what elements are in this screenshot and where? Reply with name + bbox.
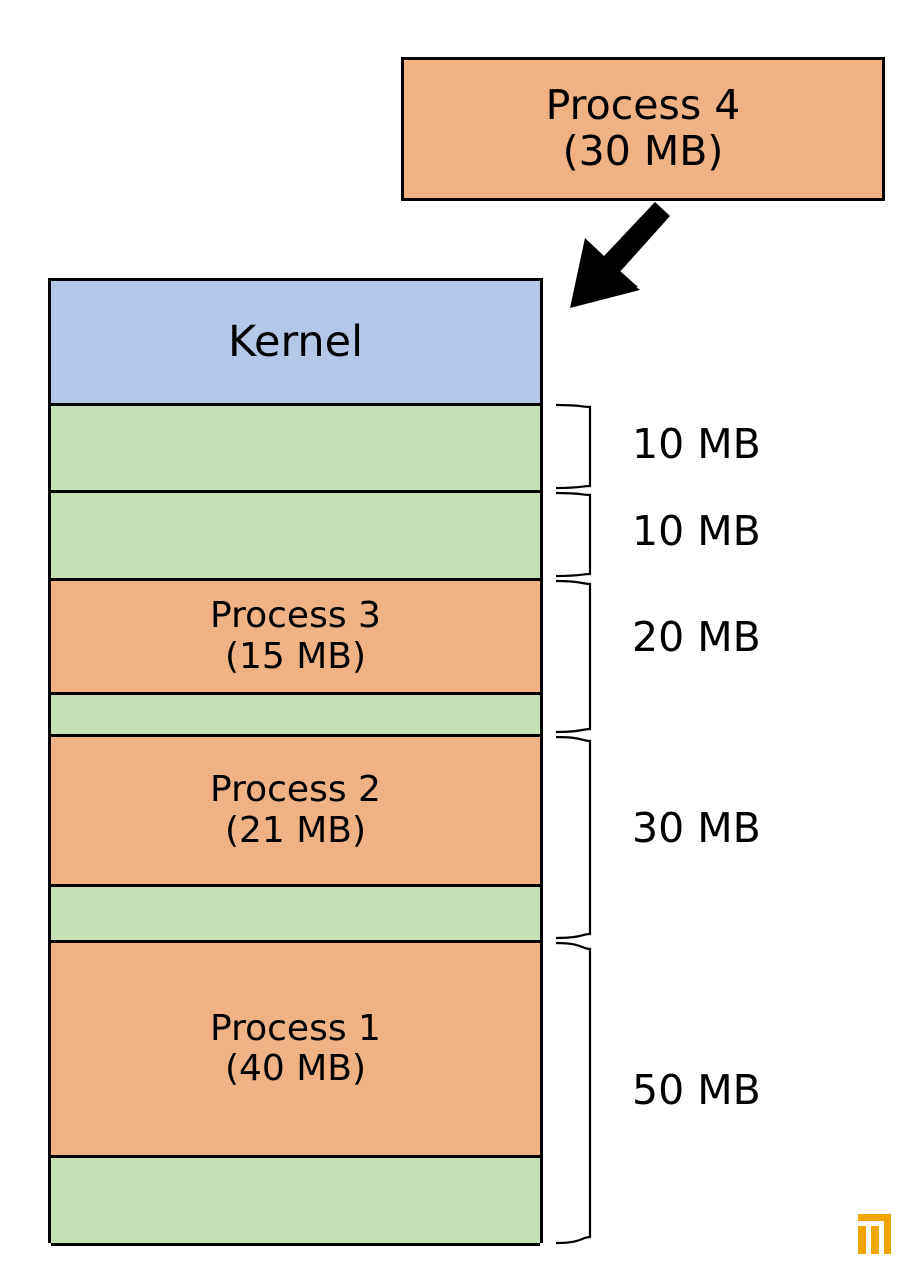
brace-label-hole-2: 10 MB (632, 507, 761, 555)
incoming-process-box: Process 4 (30 MB) (401, 57, 885, 201)
segment-label: Process 2 (210, 769, 381, 811)
brace-label-hole-1: 10 MB (632, 420, 761, 468)
brace-label-hole-3: 20 MB (632, 613, 761, 661)
segment-sublabel: (15 MB) (224, 635, 367, 677)
down-left-arrow-icon (570, 202, 670, 308)
segment-sublabel: (40 MB) (224, 1048, 367, 1089)
brace-hole-5 (556, 941, 612, 1245)
memory-segment-process-3: Process 3 (15 MB) (51, 578, 540, 695)
memory-segment-free-2 (51, 490, 540, 581)
memory-segment-free-4 (51, 884, 540, 943)
brace-label-hole-5: 50 MB (632, 1066, 761, 1114)
brace-hole-4 (556, 735, 612, 940)
brace-hole-1 (556, 403, 612, 490)
incoming-process-name: Process 4 (545, 81, 741, 130)
memory-column: Kernel Process 3 (15 MB) Process 2 (21 M… (48, 278, 543, 1246)
memory-segment-process-1: Process 1 (40 MB) (51, 940, 540, 1158)
segment-label: Kernel (227, 316, 364, 367)
segment-label: Process 1 (210, 1007, 381, 1049)
segment-sublabel: (21 MB) (224, 809, 367, 851)
memory-segment-kernel: Kernel (51, 278, 540, 406)
memory-segment-free-5 (51, 1155, 540, 1246)
brace-hole-2 (556, 491, 612, 578)
incoming-process-size: (30 MB) (562, 127, 724, 175)
segment-label: Process 3 (210, 595, 381, 637)
memory-segment-free-1 (51, 403, 540, 493)
memory-segment-free-3 (51, 692, 540, 737)
brace-hole-3 (556, 579, 612, 734)
brace-label-hole-4: 30 MB (632, 804, 761, 852)
memory-segment-process-2: Process 2 (21 MB) (51, 734, 540, 887)
brand-logo-icon (858, 1214, 891, 1254)
